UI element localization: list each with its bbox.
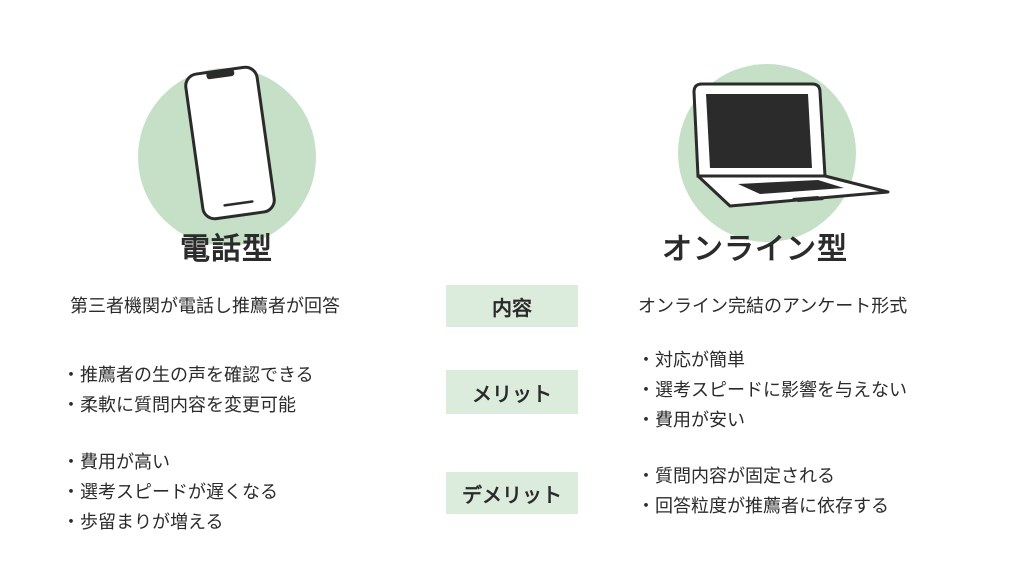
list-item: 費用が高い [62,448,278,478]
online-type-title: オンライン型 [662,232,848,267]
label-merits: メリット [446,370,578,414]
phone-merits-list: 推薦者の生の声を確認できる 柔軟に質問内容を変更可能 [62,361,314,421]
online-demerits-list: 質問内容が固定される 回答粒度が推薦者に依存する [637,462,889,522]
phone-content-text: 第三者機関が電話し推薦者が回答 [70,296,340,317]
label-content: 内容 [446,285,578,327]
list-item: 歩留まりが増える [62,508,278,538]
laptop-icon [692,82,890,208]
phone-demerits-list: 費用が高い 選考スピードが遅くなる 歩留まりが増える [62,448,278,538]
list-item: 費用が安い [637,406,907,436]
list-item: 回答粒度が推薦者に依存する [637,492,889,522]
list-item: 質問内容が固定される [637,462,889,492]
list-item: 対応が簡単 [637,346,907,376]
list-item: 選考スピードが遅くなる [62,478,278,508]
online-merits-list: 対応が簡単 選考スピードに影響を与えない 費用が安い [637,346,907,436]
smartphone-icon [184,65,276,221]
list-item: 推薦者の生の声を確認できる [62,361,314,391]
phone-type-title: 電話型 [180,232,273,267]
list-item: 柔軟に質問内容を変更可能 [62,391,314,421]
online-content-text: オンライン完結のアンケート形式 [638,296,908,317]
list-item: 選考スピードに影響を与えない [637,376,907,406]
label-demerits: デメリット [446,472,578,514]
